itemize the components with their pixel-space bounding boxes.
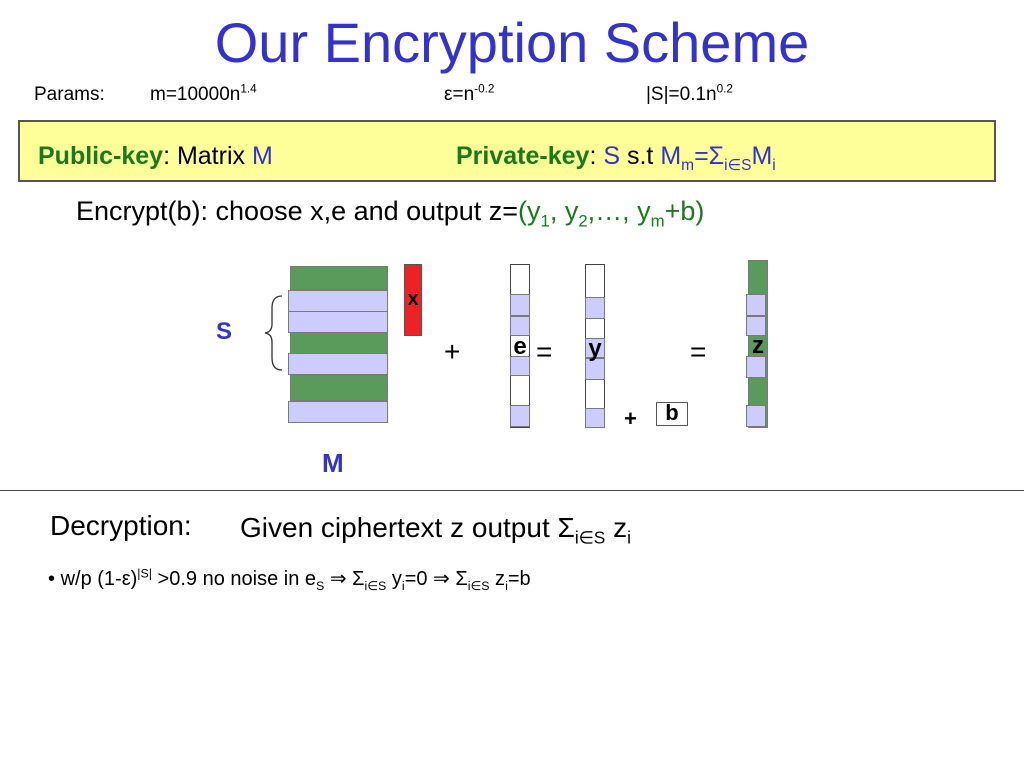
equals-operator: =	[690, 336, 707, 367]
divider	[0, 490, 1024, 491]
private-key-text: Private-key: S s.t Mm=Σi∈SMi	[456, 142, 776, 174]
matrix-row	[288, 401, 388, 423]
param-epsilon: ε=n-0.2	[444, 82, 495, 105]
decryption-label: Decryption:	[50, 510, 192, 541]
plus-operator: +	[444, 336, 461, 367]
encrypt-description: Encrypt(b): choose x,e and output z=(y1,…	[76, 196, 705, 231]
z-label: z	[752, 332, 764, 359]
public-key-label: Public-key	[38, 142, 164, 170]
decryption-text: Given ciphertext z output Σi∈S zi	[240, 512, 632, 548]
vector-cell	[746, 405, 766, 427]
private-key-label: Private-key	[456, 142, 590, 170]
param-s-size: |S|=0.1n0.2	[646, 82, 733, 105]
matrix-row	[290, 266, 388, 290]
b-label: b	[665, 400, 679, 425]
brace-icon	[264, 295, 283, 371]
key-box	[18, 120, 996, 182]
vector-cell	[746, 356, 766, 378]
equals-operator: =	[536, 336, 553, 367]
matrix-row	[290, 375, 388, 401]
e-label: e	[513, 333, 527, 360]
vector-cell	[585, 338, 605, 358]
vector-cell	[746, 294, 766, 316]
vector-cell	[510, 294, 530, 316]
vector-cell	[746, 316, 766, 336]
b-box	[656, 402, 688, 426]
vector-cell	[585, 358, 605, 380]
plus-operator-b: +	[624, 406, 637, 431]
m-label: M	[322, 448, 344, 478]
params-label: Params:	[34, 84, 105, 105]
vector-cell	[585, 408, 605, 428]
vector-cell	[585, 297, 605, 319]
param-m: m=10000n1.4	[150, 82, 257, 105]
vector-cell	[510, 316, 530, 336]
s-label: S	[216, 318, 233, 345]
matrix-row	[288, 290, 388, 312]
public-key-text: Public-key: Matrix M	[38, 142, 273, 170]
x-label: x	[407, 288, 419, 310]
matrix-row	[288, 311, 388, 333]
bullet-item: • w/p (1-ε)|S| >0.9 no noise in eS ⇒ Σi∈…	[48, 566, 531, 593]
matrix-row	[288, 353, 388, 375]
vector-cell	[510, 356, 530, 376]
matrix-row	[290, 332, 388, 354]
y-label: y	[588, 335, 602, 362]
vector-cell	[510, 405, 530, 427]
page-title: Our Encryption Scheme	[214, 11, 810, 74]
x-vector	[404, 264, 422, 336]
